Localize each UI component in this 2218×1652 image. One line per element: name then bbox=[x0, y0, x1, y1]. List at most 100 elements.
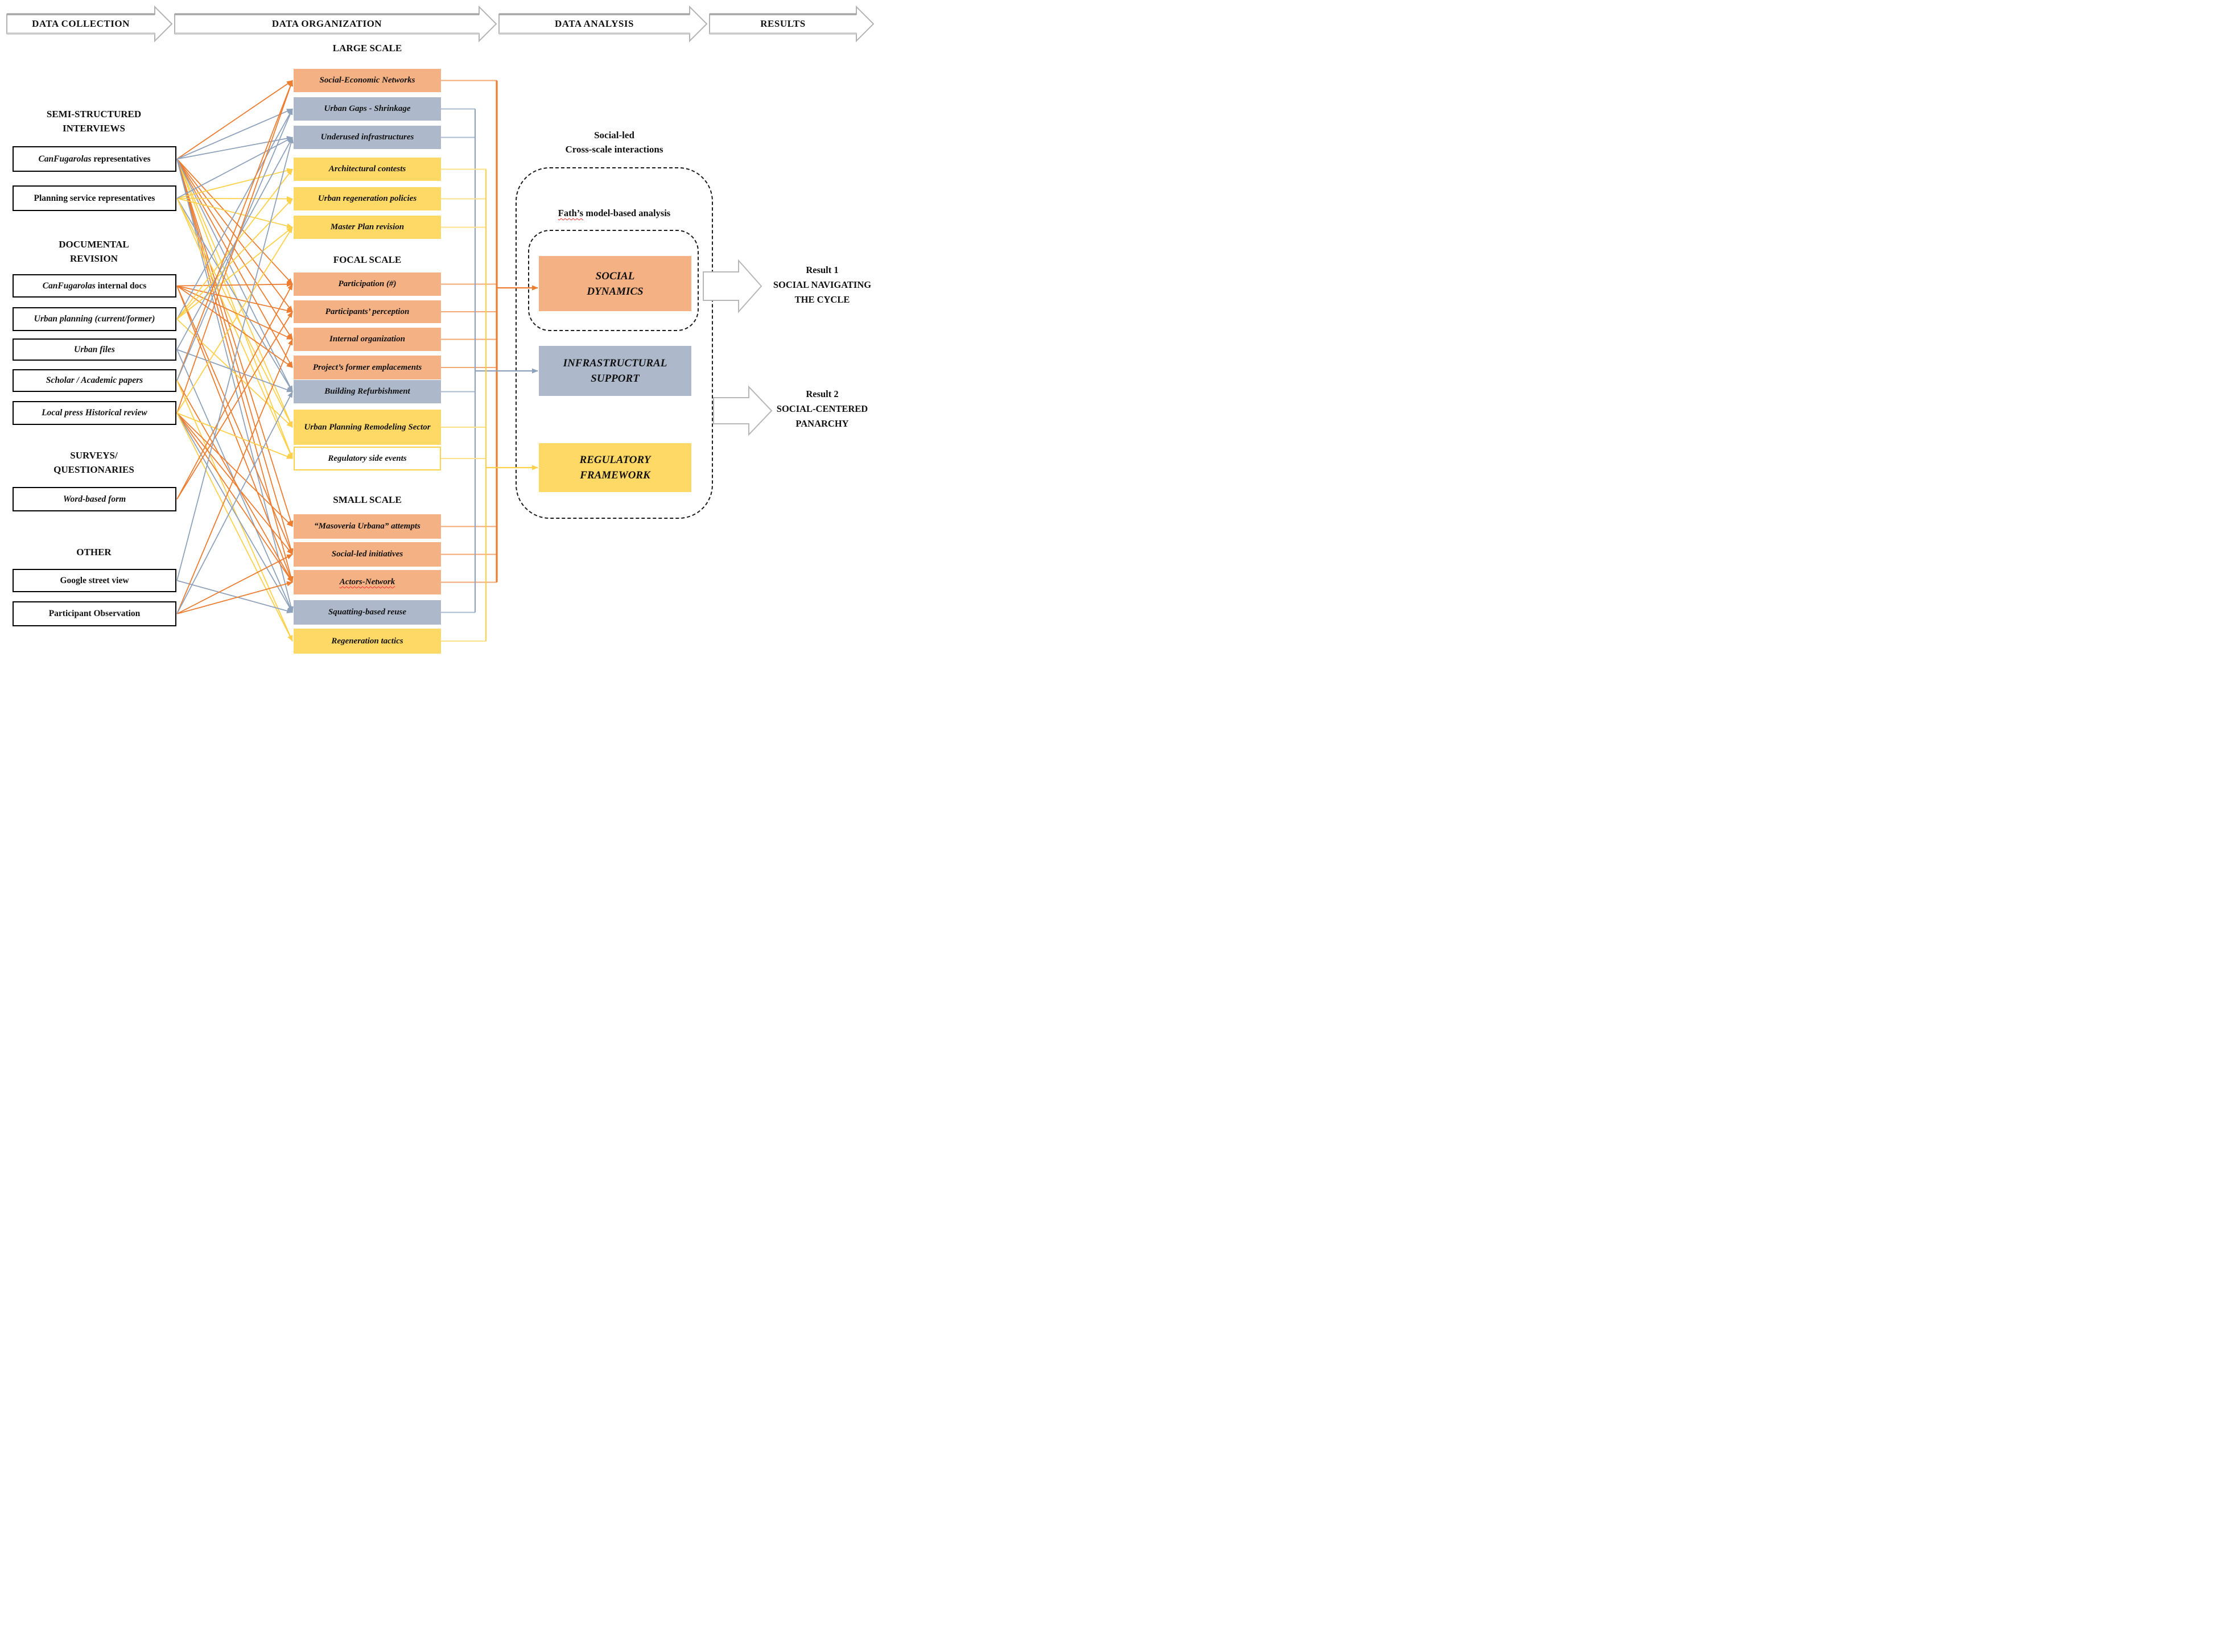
theme-box-label: Social-led initiatives bbox=[331, 550, 403, 559]
result-title: Result 1 bbox=[806, 265, 839, 275]
theme-box-social-economic-networks: Social-Economic Networks bbox=[294, 69, 441, 92]
heading-line: QUESTIONARIES bbox=[53, 464, 134, 475]
source-box-label: Urban files bbox=[74, 344, 115, 354]
theme-box-label: Regeneration tactics bbox=[331, 636, 403, 646]
analysis-box-label: INFRASTRUCTURAL bbox=[563, 357, 667, 369]
theme-box-projects-former-emplacements: Project’s former emplacements bbox=[294, 356, 441, 379]
source-box-local-press-historical-review: Local press Historical review bbox=[13, 401, 176, 425]
result-2-text: Result 2 SOCIAL-CENTERED PANARCHY bbox=[768, 387, 876, 431]
analysis-box-label: SUPPORT bbox=[591, 373, 640, 385]
result-line: SOCIAL-CENTERED bbox=[776, 403, 868, 414]
analysis-box-label: SOCIAL bbox=[595, 270, 635, 282]
heading-small-scale: SMALL SCALE bbox=[333, 494, 402, 505]
theme-box-label: Internal organization bbox=[329, 334, 405, 344]
source-box-label: Participant Observation bbox=[48, 609, 141, 618]
methodology-diagram: DATA COLLECTION DATA ORGANIZATION DATA A… bbox=[0, 0, 879, 655]
theme-box-master-plan-revision: Master Plan revision bbox=[294, 216, 441, 239]
heading-line: OTHER bbox=[76, 547, 112, 557]
theme-box-urban-planning-remodeling-sector: Urban Planning Remodeling Sector bbox=[294, 410, 441, 445]
heading-line: REVISION bbox=[69, 253, 118, 264]
theme-box-label: Social-Economic Networks bbox=[319, 76, 415, 85]
source-box-canfugarolas-internal-docs: CanFugarolas internal docs bbox=[13, 274, 176, 298]
heading-line: Social-led bbox=[594, 130, 634, 141]
analysis-box-label: DYNAMICS bbox=[587, 285, 644, 298]
theme-box-building-refurbishment: Building Refurbishment bbox=[294, 380, 441, 403]
banner-step-results: RESULTS bbox=[760, 18, 806, 29]
theme-box-label: Regulatory side events bbox=[328, 453, 407, 463]
source-box-urban-planning: Urban planning (current/former) bbox=[13, 307, 176, 331]
theme-box-squatting-based-reuse: Squatting-based reuse bbox=[294, 600, 441, 625]
theme-box-urban-gaps-shrinkage: Urban Gaps - Shrinkage bbox=[294, 97, 441, 121]
result-title: Result 2 bbox=[806, 389, 839, 399]
heading-large-scale: LARGE SCALE bbox=[332, 43, 402, 53]
theme-box-label: Architectural contests bbox=[328, 164, 406, 174]
heading-semi-structured-interviews: SEMI-STRUCTURED INTERVIEWS bbox=[23, 107, 165, 135]
result-block-arrows bbox=[703, 259, 773, 436]
theme-box-participation: Participation (#) bbox=[294, 272, 441, 296]
heading-line: Cross-scale interactions bbox=[565, 144, 663, 155]
heading-line: SEMI-STRUCTURED bbox=[46, 109, 142, 119]
theme-box-label: Urban regeneration policies bbox=[318, 194, 417, 203]
theme-box-label: Urban Planning Remodeling Sector bbox=[304, 422, 431, 432]
source-box-google-street-view: Google street view bbox=[13, 569, 176, 592]
model-analysis-container bbox=[528, 230, 699, 331]
heading-surveys-questionaries: SURVEYS/ QUESTIONARIES bbox=[23, 448, 165, 477]
source-box-label: Local press Historical review bbox=[42, 408, 147, 418]
heading-fath-word: Fath’s bbox=[558, 208, 584, 218]
theme-box-actors-network: Actors-Network bbox=[294, 570, 441, 594]
source-box-label: Google street view bbox=[60, 575, 129, 585]
heading-line: SURVEYS/ bbox=[70, 450, 118, 461]
source-box-planning-service-representatives: Planning service representatives bbox=[13, 185, 176, 211]
analysis-box-label: FRAMEWORK bbox=[580, 469, 650, 481]
source-box-canfugarolas-representatives: CanFugarolas representatives bbox=[13, 146, 176, 172]
theme-box-internal-organization: Internal organization bbox=[294, 328, 441, 351]
result-1-text: Result 1 SOCIAL NAVIGATING THE CYCLE bbox=[768, 263, 876, 307]
result-line: SOCIAL NAVIGATING bbox=[773, 279, 872, 290]
heading-line: model-based analysis bbox=[583, 208, 671, 218]
theme-box-label: “Masoveria Urbana” attempts bbox=[314, 522, 420, 531]
analysis-box-infrastructural-support: INFRASTRUCTURAL SUPPORT bbox=[539, 346, 691, 396]
analysis-box-regulatory-framework: REGULATORY FRAMEWORK bbox=[539, 443, 691, 492]
theme-box-urban-regeneration-policies: Urban regeneration policies bbox=[294, 187, 441, 210]
theme-box-label: Master Plan revision bbox=[330, 222, 405, 232]
heading-focal-scale: FOCAL SCALE bbox=[333, 254, 402, 265]
theme-box-label: Actors-Network bbox=[339, 577, 395, 587]
theme-box-label: Building Refurbishment bbox=[324, 387, 410, 396]
theme-box-regeneration-tactics: Regeneration tactics bbox=[294, 629, 441, 654]
source-box-label: CanFugarolas representatives bbox=[38, 154, 151, 164]
result-line: THE CYCLE bbox=[794, 294, 850, 305]
theme-box-label: Project’s former emplacements bbox=[312, 362, 422, 372]
source-box-label: CanFugarolas internal docs bbox=[42, 280, 147, 291]
theme-box-label: Underused infrastructures bbox=[320, 133, 414, 142]
source-box-word-based-form: Word-based form bbox=[13, 487, 176, 511]
source-box-label: Scholar / Academic papers bbox=[46, 375, 143, 385]
source-box-label: Urban planning (current/former) bbox=[34, 314, 155, 324]
banner-step-data-analysis: DATA ANALYSIS bbox=[555, 18, 634, 29]
theme-box-label: Squatting-based reuse bbox=[328, 608, 407, 617]
theme-box-label: Urban Gaps - Shrinkage bbox=[324, 104, 411, 113]
result-line: PANARCHY bbox=[795, 418, 849, 429]
theme-box-architectural-contests: Architectural contests bbox=[294, 158, 441, 181]
source-box-label: Word-based form bbox=[63, 494, 126, 504]
heading-social-led-cross-scale-interactions: Social-led Cross-scale interactions bbox=[516, 128, 713, 156]
theme-box-label: Participants’ perception bbox=[325, 307, 410, 316]
theme-box-social-led-initiatives: Social-led initiatives bbox=[294, 542, 441, 567]
theme-box-label: Participation (#) bbox=[338, 279, 397, 288]
heading-faths-model-based-analysis: Fath’s model-based analysis bbox=[516, 206, 713, 220]
cross-scale-interactions-container bbox=[516, 167, 713, 519]
analysis-box-label: REGULATORY bbox=[579, 454, 651, 466]
banner-step-data-collection: DATA COLLECTION bbox=[32, 18, 130, 29]
analysis-box-social-dynamics: SOCIAL DYNAMICS bbox=[539, 256, 691, 311]
theme-box-regulatory-side-events: Regulatory side events bbox=[294, 447, 441, 470]
source-box-label: Planning service representatives bbox=[34, 193, 155, 203]
source-box-urban-files: Urban files bbox=[13, 338, 176, 361]
source-box-participant-observation: Participant Observation bbox=[13, 601, 176, 626]
heading-other: OTHER bbox=[23, 545, 165, 559]
theme-box-masoveria-urbana-attempts: “Masoveria Urbana” attempts bbox=[294, 514, 441, 539]
theme-box-underused-infrastructures: Underused infrastructures bbox=[294, 126, 441, 149]
banner-step-data-organization: DATA ORGANIZATION bbox=[271, 18, 382, 29]
source-box-scholar-academic-papers: Scholar / Academic papers bbox=[13, 369, 176, 392]
theme-box-participants-perception: Participants’ perception bbox=[294, 300, 441, 323]
heading-line: INTERVIEWS bbox=[63, 123, 125, 134]
heading-documental-revision: DOCUMENTAL REVISION bbox=[23, 237, 165, 266]
